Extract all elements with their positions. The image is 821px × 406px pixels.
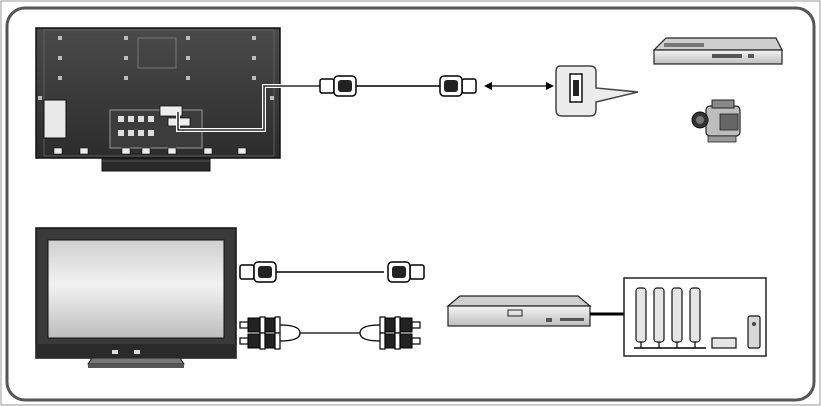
dvd-recorder-icon [652,37,783,65]
hdmi-plug-icon [387,261,425,283]
hdmi-cable [239,261,425,283]
speaker-icon [635,287,647,348]
rca-audio-cable [239,316,421,350]
center-speaker [711,337,737,349]
speaker-icon [689,287,701,348]
hdmi-port-callout [555,65,639,117]
hdmi-plug-icon [439,75,477,97]
av-receiver [446,295,592,327]
subwoofer [747,315,761,349]
camcorder-icon [691,99,741,143]
surround-speakers [623,277,767,357]
speaker-icon [653,287,665,348]
stand-base [101,157,211,172]
power-input-socket [43,99,67,139]
tv-rear-panel [35,27,281,172]
double-arrow-icon [484,82,554,90]
hdmi-cable-path [177,85,320,131]
hdmi-cable [319,75,477,97]
hdmi-input-1 [159,105,183,117]
speaker-icon [671,287,683,348]
hdmi-plug-icon [239,261,277,283]
tv-front [35,227,237,368]
hdmi-plug-icon [319,75,357,97]
